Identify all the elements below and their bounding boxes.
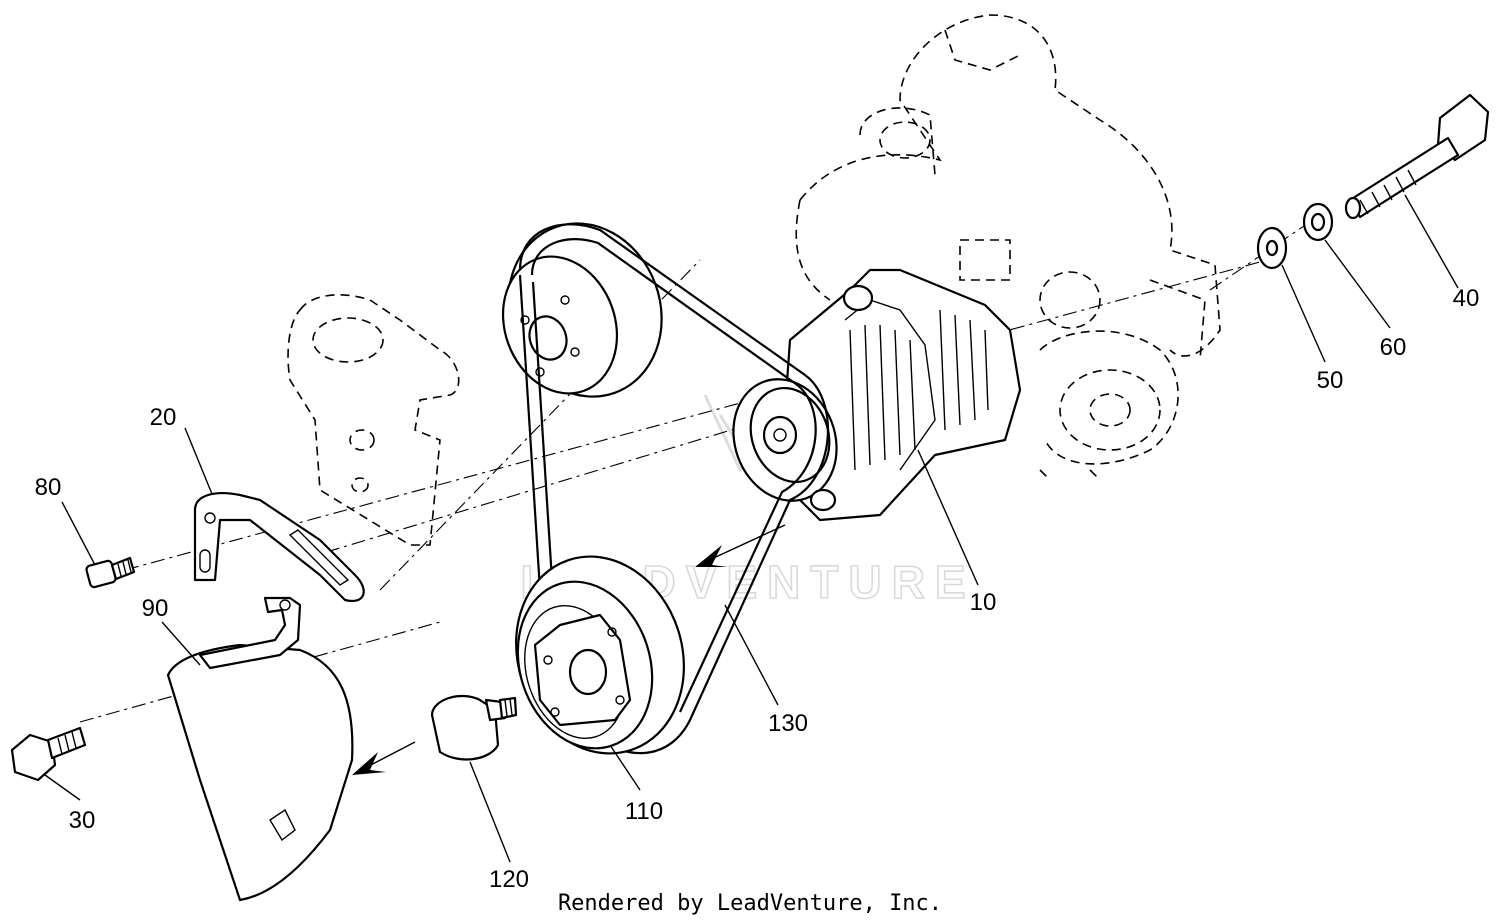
bolt-part-40 bbox=[1344, 93, 1490, 220]
callout-label-60: 60 bbox=[1380, 334, 1407, 361]
bolt-part-30 bbox=[10, 726, 87, 782]
bolt-part-120 bbox=[430, 695, 518, 761]
callout-label-110: 110 bbox=[625, 798, 663, 825]
callout-label-50: 50 bbox=[1317, 367, 1344, 394]
adjusting-bracket-part-20 bbox=[193, 492, 365, 603]
engine-block-outline bbox=[795, 14, 1221, 481]
assembly-arrows bbox=[352, 524, 786, 775]
callout-label-120: 120 bbox=[489, 866, 529, 893]
callout-label-80: 80 bbox=[35, 474, 62, 501]
alternator-part-10 bbox=[732, 268, 1022, 522]
bolt-part-80 bbox=[85, 556, 136, 589]
v-belt-part-130 bbox=[518, 223, 830, 755]
spring-washer-part-60 bbox=[1302, 202, 1334, 242]
callout-label-130: 130 bbox=[768, 710, 808, 737]
crankshaft-pulley-part-110 bbox=[515, 555, 685, 755]
water-pump-pulley bbox=[501, 222, 663, 398]
callout-label-20: 20 bbox=[150, 404, 177, 431]
rendered-by-credit: Rendered by LeadVenture, Inc. bbox=[558, 891, 942, 916]
callout-labels: 20 80 90 30 40 60 50 10 130 110 120 bbox=[35, 285, 1480, 893]
callout-label-10: 10 bbox=[970, 589, 997, 616]
belt-cover-part-90 bbox=[166, 596, 354, 902]
callout-label-30: 30 bbox=[69, 807, 96, 834]
arrow-crank-pulley bbox=[695, 545, 728, 567]
callout-leader-lines bbox=[44, 194, 1459, 863]
arrow-belt-cover bbox=[352, 752, 386, 775]
flat-washer-part-50 bbox=[1256, 226, 1288, 270]
callout-label-40: 40 bbox=[1453, 285, 1480, 312]
callout-label-90: 90 bbox=[142, 595, 169, 622]
thermostat-housing-outline bbox=[287, 294, 460, 546]
